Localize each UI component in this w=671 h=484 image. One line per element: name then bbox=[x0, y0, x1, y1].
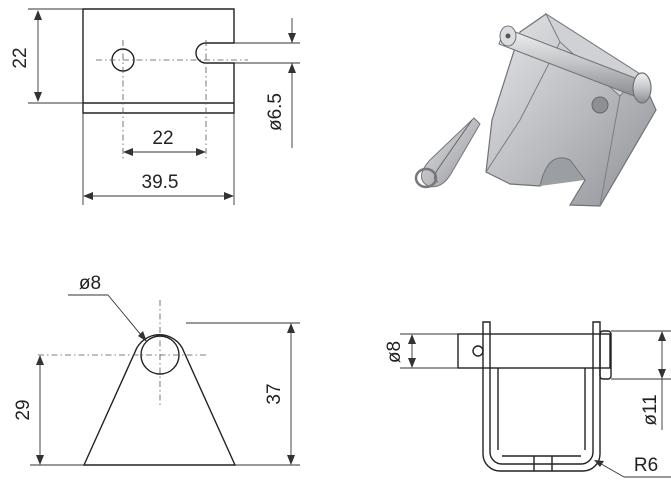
arrowhead bbox=[83, 192, 93, 200]
arrowhead bbox=[288, 33, 296, 43]
arrowhead bbox=[594, 460, 604, 467]
dim-slot-label: ø6.5 bbox=[265, 93, 286, 131]
top-view: 22 ø6.5 22 39.5 bbox=[10, 8, 300, 205]
dim-pin-hole-label: ø8 bbox=[79, 273, 101, 294]
dim-pin-head-label: ø11 bbox=[640, 394, 661, 425]
arrowhead bbox=[287, 323, 295, 333]
dim-radius-label: R6 bbox=[634, 455, 658, 476]
arrowhead bbox=[34, 10, 42, 20]
arrowhead bbox=[123, 148, 133, 156]
arrowhead bbox=[408, 358, 416, 368]
dim-height-label: 22 bbox=[10, 47, 31, 68]
cotter-pin bbox=[414, 117, 481, 189]
pin-shaft bbox=[457, 333, 611, 369]
arrowhead bbox=[658, 369, 666, 379]
dim-hole-spacing-label: 22 bbox=[152, 128, 173, 149]
arrowhead bbox=[408, 334, 416, 344]
arrowhead bbox=[36, 355, 44, 365]
side-view: ø8 ø11 R6 bbox=[384, 321, 671, 478]
arrowhead bbox=[196, 148, 206, 156]
arrowhead bbox=[287, 455, 295, 465]
arrowhead bbox=[288, 63, 296, 73]
dim-total-height-label: 37 bbox=[264, 383, 285, 404]
product-photo bbox=[414, 12, 657, 207]
cotter-hole bbox=[472, 345, 484, 357]
dim-pin-label: ø8 bbox=[384, 341, 405, 363]
arrowhead bbox=[658, 331, 666, 341]
top-view-outline bbox=[82, 8, 235, 114]
arrowhead bbox=[34, 92, 42, 102]
front-view: ø8 29 37 bbox=[13, 273, 300, 466]
bracket-u-shape bbox=[482, 321, 601, 472]
arrowhead bbox=[224, 192, 234, 200]
arrowhead bbox=[36, 455, 44, 465]
front-view-outline bbox=[82, 334, 237, 466]
dim-hole-height-label: 29 bbox=[13, 399, 34, 420]
dim-length-label: 39.5 bbox=[142, 172, 179, 193]
bracket-pin bbox=[498, 25, 652, 104]
leader-line bbox=[107, 294, 147, 342]
arrowhead bbox=[138, 331, 147, 342]
